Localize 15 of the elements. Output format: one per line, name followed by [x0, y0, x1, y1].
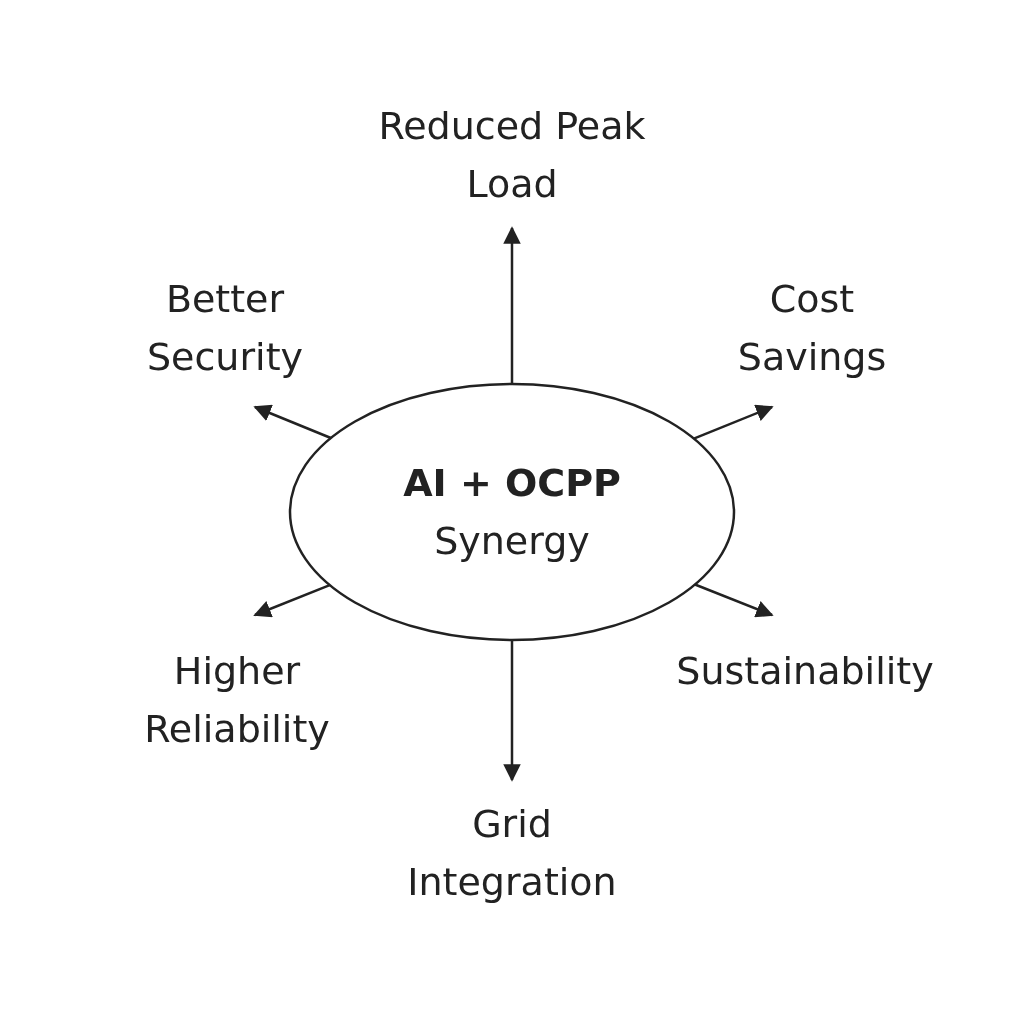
ellipse-node: [288, 382, 736, 642]
benefit-label: Better Security: [145, 276, 304, 381]
arrow: [253, 583, 331, 618]
arrow: [503, 640, 521, 782]
benefit-label: Cost Savings: [736, 276, 888, 381]
benefit-label: Higher Reliability: [143, 648, 331, 753]
arrow: [253, 404, 332, 440]
node-heading: AI + OCPP: [403, 460, 621, 507]
benefit-label: Grid Integration: [406, 801, 618, 906]
arrow: [503, 226, 521, 384]
benefit-label: Reduced Peak Load: [377, 103, 647, 208]
node-label: Synergy: [434, 518, 590, 565]
arrow: [693, 404, 774, 440]
arrow: [694, 583, 774, 618]
benefit-label: Sustainability: [676, 648, 934, 695]
